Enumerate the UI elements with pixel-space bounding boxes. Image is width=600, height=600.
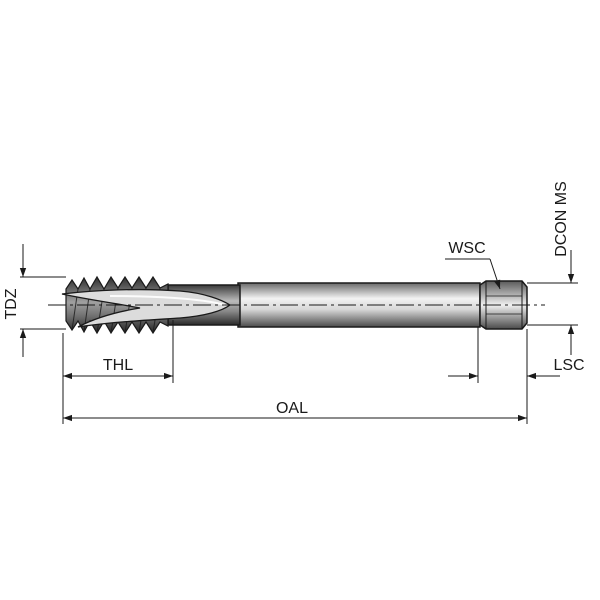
label-tdz: TDZ [3, 288, 20, 319]
label-thl: THL [103, 357, 133, 374]
label-oal: OAL [276, 400, 308, 417]
tap-body [61, 275, 528, 335]
label-dcon-ms: DCON MS [553, 181, 570, 257]
label-lsc: LSC [553, 357, 584, 374]
dimension-lines [19, 244, 578, 424]
label-wsc: WSC [448, 240, 485, 257]
